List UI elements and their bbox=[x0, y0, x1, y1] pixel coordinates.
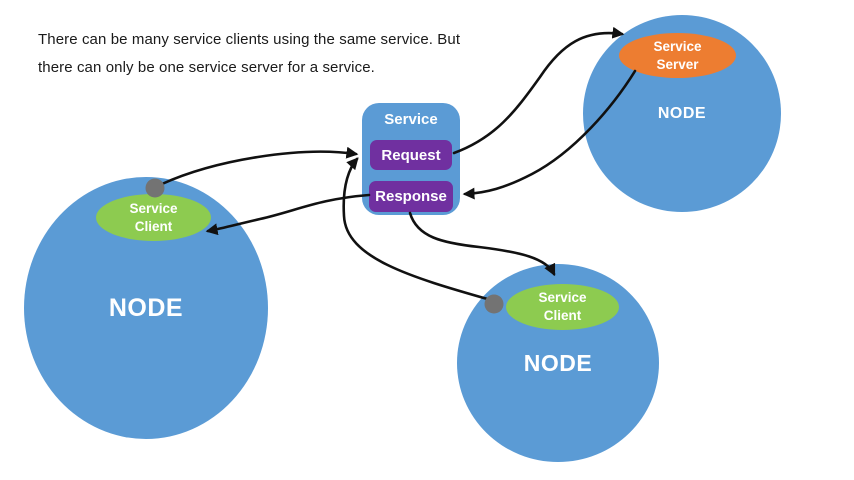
left-service-client-label: Service Client bbox=[129, 200, 178, 234]
arrow-response-to-bottom-client bbox=[408, 211, 556, 277]
caption: There can be many service clients using … bbox=[38, 26, 460, 82]
bottom-service-client-ellipse: Service Client bbox=[506, 284, 619, 330]
node-top-right-label: NODE bbox=[657, 104, 707, 122]
request-box: Request bbox=[370, 140, 452, 170]
caption-line-1: There can be many service clients using … bbox=[38, 31, 461, 48]
arrow-left-client-to-request bbox=[160, 146, 359, 186]
service-box: Service Request Response bbox=[362, 103, 460, 215]
caption-line-2: there can only be one service server for… bbox=[38, 59, 375, 76]
response-label: Response bbox=[375, 188, 447, 205]
node-bottom-label: NODE bbox=[523, 349, 593, 376]
service-server-ellipse: Service Server bbox=[619, 33, 736, 78]
service-title: Service bbox=[384, 111, 438, 128]
service-server-label: Service Server bbox=[653, 38, 702, 72]
response-box: Response bbox=[369, 181, 453, 212]
node-left-label: NODE bbox=[108, 293, 184, 322]
bottom-service-client-label: Service Client bbox=[538, 290, 587, 323]
left-service-client-ellipse: Service Client bbox=[96, 194, 211, 241]
request-label: Request bbox=[381, 146, 441, 164]
